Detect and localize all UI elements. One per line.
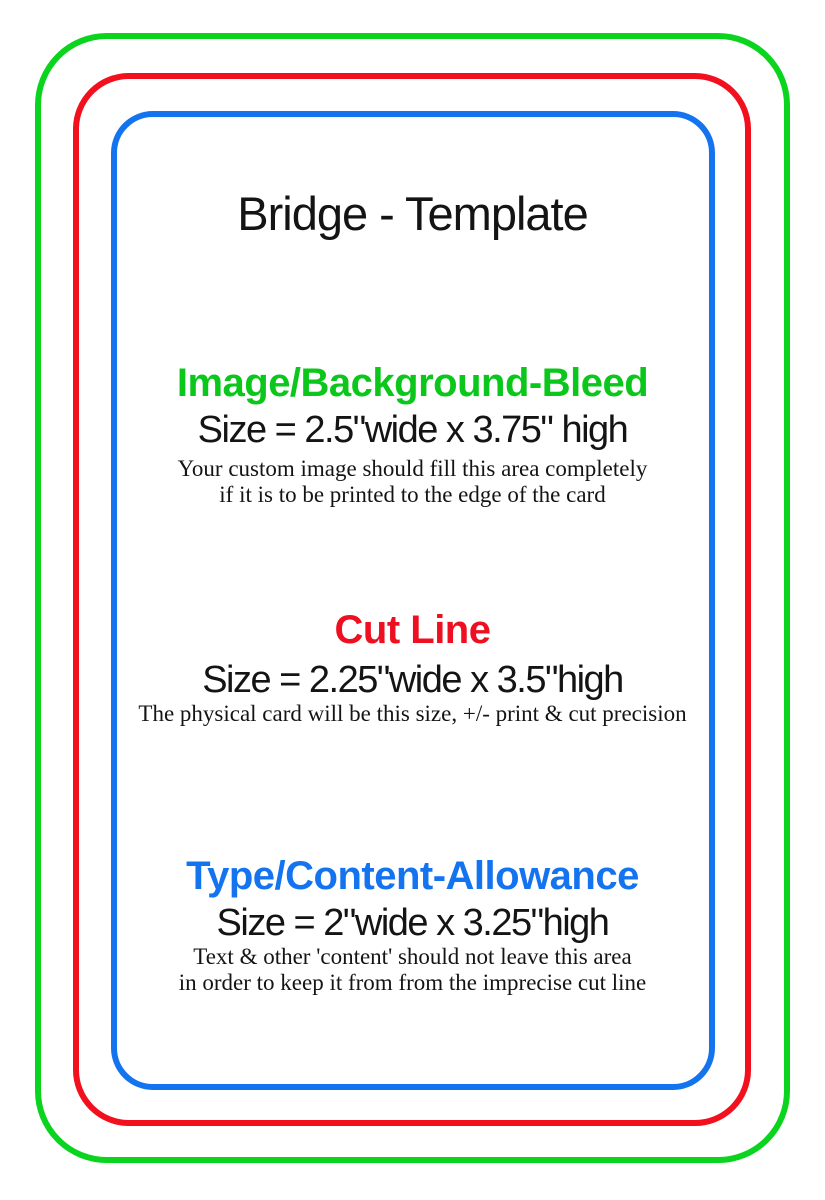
cut-section-heading: Cut Line	[334, 608, 491, 652]
content-allowance-border	[111, 111, 715, 1090]
content-section-heading: Type/Content-Allowance	[186, 854, 639, 898]
cut-line-border	[73, 73, 751, 1126]
bleed-section-heading: Image/Background-Bleed	[176, 361, 649, 405]
cut-caption-line1: The physical card will be this size, +/-…	[138, 701, 687, 726]
bleed-caption-line1: Your custom image should fill this area …	[177, 456, 648, 481]
content-size-text: Size = 2"wide x 3.25"high	[216, 902, 610, 944]
bleed-size-text: Size = 2.5"wide x 3.75" high	[197, 409, 629, 451]
content-caption-line2: in order to keep it from from the imprec…	[178, 970, 647, 995]
bleed-border	[35, 33, 790, 1163]
bleed-caption-line2: if it is to be printed to the edge of th…	[219, 482, 606, 507]
page-title: Bridge - Template	[237, 187, 589, 240]
content-caption-line1: Text & other 'content' should not leave …	[193, 944, 632, 969]
cut-size-text: Size = 2.25"wide x 3.5"high	[202, 659, 624, 701]
